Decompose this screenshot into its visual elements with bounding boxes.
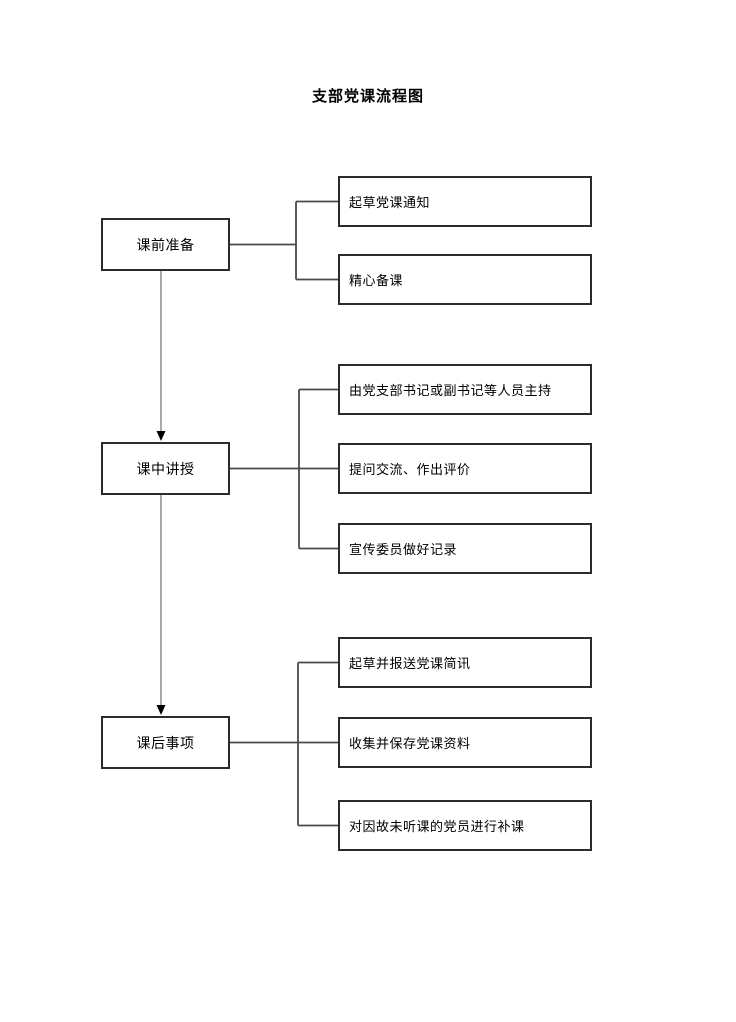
step-box: 宣传委员做好记录 [338,523,592,574]
arrow-down-icon [156,705,166,715]
step-label: 宣传委员做好记录 [349,542,458,557]
step-box: 收集并保存党课资料 [338,717,592,768]
step-label: 起草党课通知 [349,195,431,210]
step-box: 提问交流、作出评价 [338,443,592,494]
step-box: 起草党课通知 [338,176,592,227]
stage-box-pre-class: 课前准备 [101,218,230,271]
arrow-down-icon [156,431,166,441]
stage-box-in-class: 课中讲授 [101,442,230,495]
stage-box-post-class: 课后事项 [101,716,230,769]
stage-label: 课中讲授 [136,460,195,477]
step-box: 起草并报送党课简讯 [338,637,592,688]
step-box: 精心备课 [338,254,592,305]
step-box: 由党支部书记或副书记等人员主持 [338,364,592,415]
step-label: 精心备课 [349,273,404,288]
step-label: 对因故未听课的党员进行补课 [349,819,525,834]
step-box: 对因故未听课的党员进行补课 [338,800,592,851]
stage-label: 课前准备 [136,236,195,253]
step-label: 收集并保存党课资料 [349,736,471,751]
step-label: 由党支部书记或副书记等人员主持 [349,383,552,398]
stage-label: 课后事项 [136,734,195,751]
page-title: 支部党课流程图 [311,88,424,105]
step-label: 起草并报送党课简讯 [349,656,471,671]
step-label: 提问交流、作出评价 [349,462,471,477]
